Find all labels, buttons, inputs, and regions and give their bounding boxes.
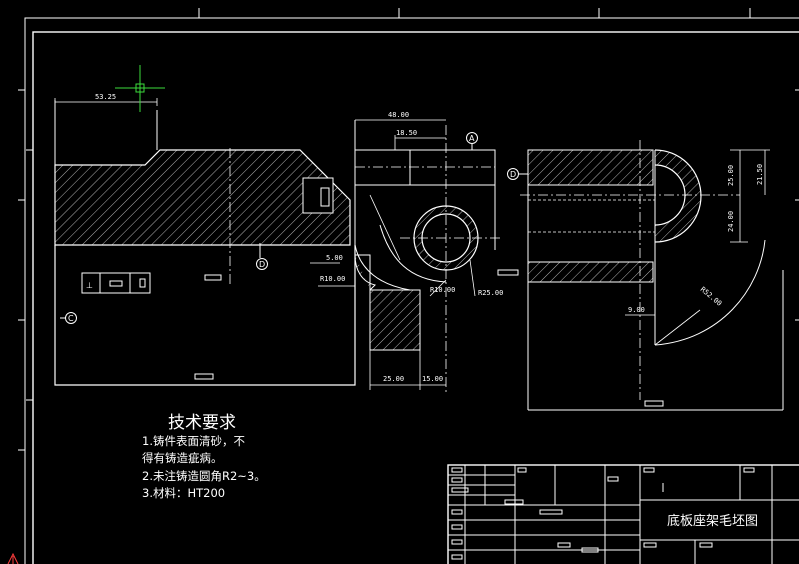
svg-text:A: A [469,134,475,143]
dim-text-18-5: 18.50 [396,129,417,137]
dim-text-48: 48.00 [388,111,409,119]
dim-text-r25: R25.00 [478,289,503,297]
tech-req-line-1: 1.铸件表面清砂，不 [142,434,245,448]
ucs-icon [7,552,19,564]
dim-text-24: 24.00 [727,211,735,232]
tech-req-line-4: 3.材料：HT200 [142,486,225,500]
svg-text:⊥: ⊥ [86,281,93,290]
dim-text-25: 25.00 [383,375,404,383]
cursor-crosshair-icon [115,65,165,112]
marker-c: C [60,312,77,324]
dim-text-9: 9.00 [628,306,645,314]
svg-text:D: D [510,170,516,179]
right-dimensions[interactable] [625,149,770,346]
dim-text-15: 15.00 [422,375,443,383]
drawing-title: 底板座架毛坯图 [667,513,758,529]
dim-text-21-5: 21.50 [756,164,764,185]
right-view[interactable] [520,140,784,411]
dim-text-r10-b: R10.00 [430,286,455,294]
tech-req-line-3: 2.未注铸造圆角R2~3。 [142,469,266,483]
tech-req-line-2: 得有铸造疵病。 [142,451,223,465]
svg-text:D: D [259,260,265,269]
drawing-frame [24,17,799,564]
frame-ticks [18,8,799,451]
tech-req-title: 技术要求 [168,413,236,433]
dim-text-25-v: 25.00 [727,165,735,186]
marker-d-left: D [256,258,268,270]
middle-view[interactable] [354,120,519,395]
technical-requirements: 技术要求 1.铸件表面清砂，不 得有铸造疵病。 2.未注铸造圆角R2~3。 3.… [142,413,266,500]
title-block[interactable] [447,464,799,564]
middle-dimensions[interactable] [310,119,476,390]
dim-text-53-25: 53.25 [95,93,116,101]
dim-text-r10-a: R10.00 [320,275,345,283]
marker-a: A [466,132,478,150]
svg-text:C: C [68,314,74,323]
marker-d-top: D [507,168,528,180]
dim-text-r52: R52.00 [699,285,724,307]
dim-text-5: 5.00 [326,254,343,262]
left-view[interactable]: ⊥ [54,100,356,386]
